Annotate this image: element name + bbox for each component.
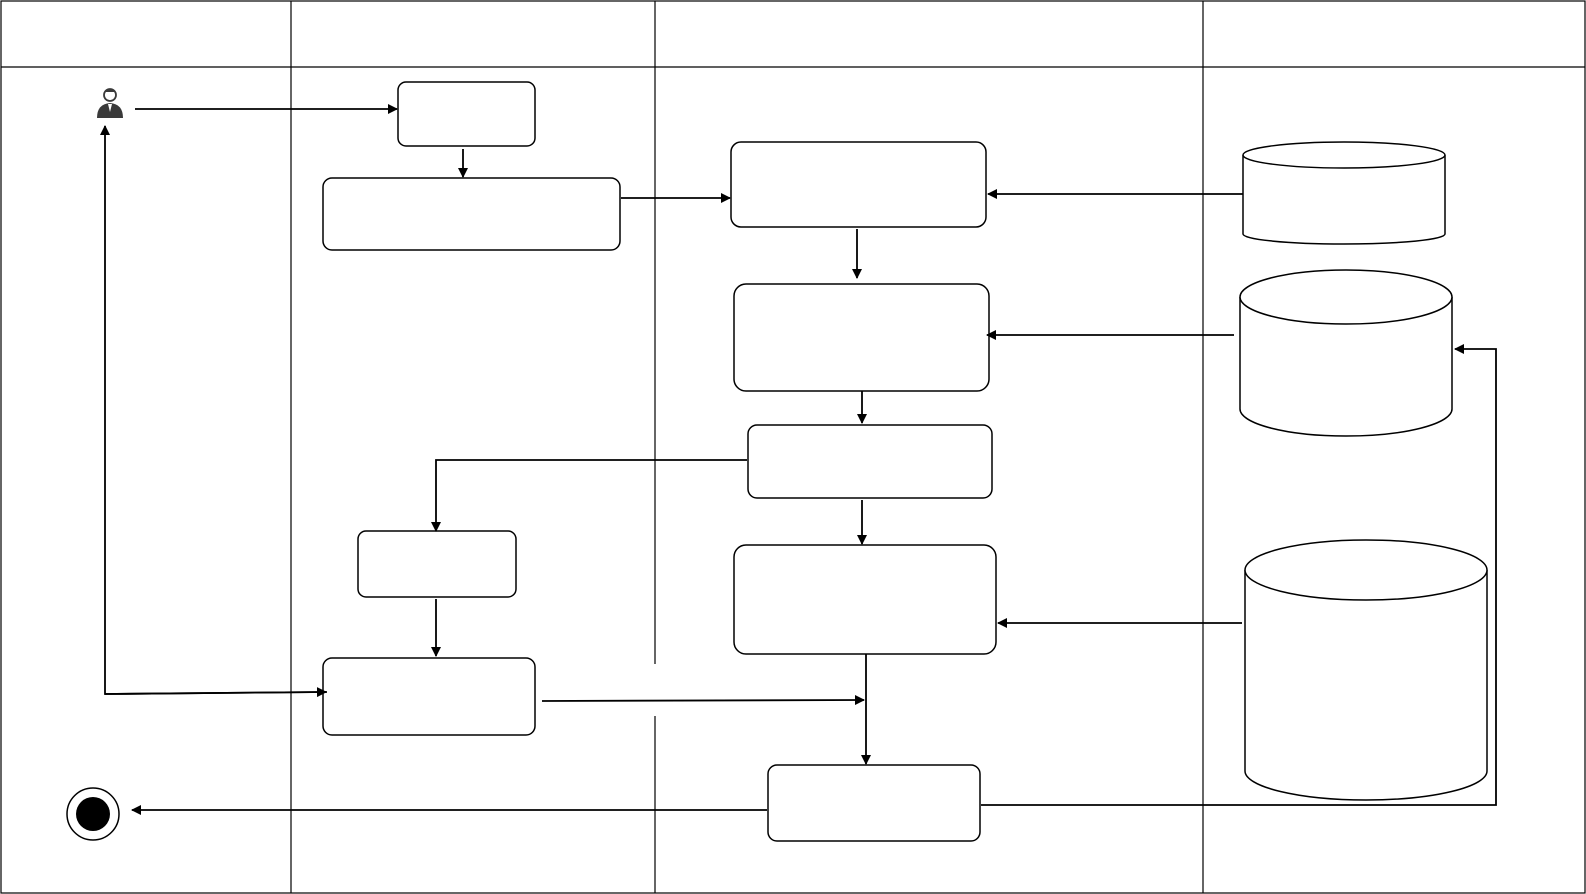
activity-a1-box: [397, 81, 536, 147]
datastore-1: [1242, 141, 1446, 245]
activity-a2: [322, 177, 621, 251]
activity-b7: [767, 764, 981, 842]
flow-b7-to-db2: [981, 344, 1497, 806]
activity-b4: [357, 530, 517, 598]
activity-b2-box: [733, 283, 990, 392]
activity-b1: [730, 141, 987, 228]
activity-b6: [733, 544, 997, 655]
activity-b3-box: [747, 424, 993, 499]
flow-b5-to-user: [100, 125, 328, 695]
activity-b6-box: [733, 544, 997, 655]
activity-b5: [322, 657, 536, 736]
activity-b3: [747, 424, 993, 499]
activity-b4-box: [357, 530, 517, 598]
flow-user-to-b5: [104, 687, 327, 698]
activity-a1: [397, 81, 536, 147]
activity-b5-box: [322, 657, 536, 736]
datastore-1-top: [1242, 141, 1446, 169]
datastore-2-body: [1239, 297, 1453, 437]
activity-b7-box: [767, 764, 981, 842]
activity-a2-box: [322, 177, 621, 251]
final-state-icon: [66, 787, 120, 841]
activity-b1-box: [730, 141, 987, 228]
user-icon: [97, 88, 123, 118]
datastore-3-top: [1244, 539, 1488, 601]
datastore-3: [1244, 539, 1488, 801]
datastore-2-top: [1239, 269, 1453, 325]
flow-connectors: [100, 104, 1497, 815]
flow-b5-to-merge: [541, 695, 865, 706]
flow-b3-to-b4: [431, 459, 747, 532]
datastore-3-body: [1244, 570, 1488, 801]
datastore-1-body: [1242, 155, 1446, 245]
activity-b2: [733, 283, 990, 392]
datastore-2: [1239, 269, 1453, 437]
